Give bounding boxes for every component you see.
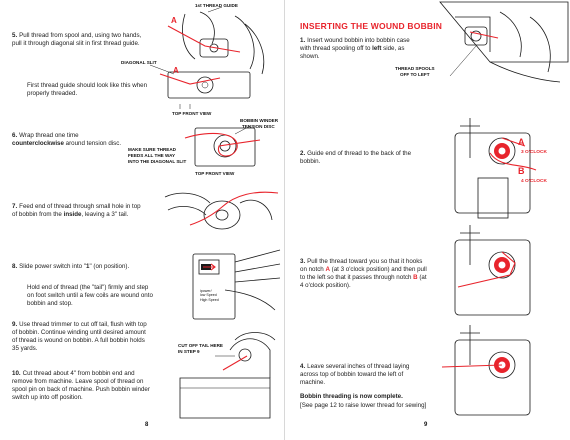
step-text: " (on position). [89,263,130,270]
step-number: 3. [300,258,306,265]
step-text: Guide end of thread to the back of the b… [300,150,412,165]
step-text: Leave several inches of thread laying ac… [300,363,410,386]
step-8-note: Hold end of thread (the "tail") firmly a… [27,284,153,307]
section-heading: INSERTING THE WOUND BOBBIN [300,21,443,31]
label-top-front-view-1: TOP FRONT VIEW [172,111,212,116]
right-step-1: 1.Insert wound bobbin into bobbin case w… [300,37,422,61]
label-diagonal-slit: DIAGONAL SLIT [121,60,157,65]
notch-b-label: B [518,166,525,176]
step-text: Feed end of thread through small hole in… [12,203,141,218]
step-10: 10.Cut thread about 4" from bobbin end a… [12,370,150,402]
step-5: 5.Pull thread from spool and, using two … [12,32,152,48]
right-page [285,0,570,440]
step-text: around tension disc. [63,140,122,147]
bobbin-feed-illustration [164,191,279,230]
left-page [284,0,285,440]
bobbin-insert-illustration [439,1,569,83]
marker-a: A [171,16,177,25]
label-make-sure-3: INTO THE DIAGONAL SLIT [128,159,187,164]
step-text: (at 3 o'clock position) and then pull to… [300,266,427,281]
step-5-note: First thread guide should look like this… [27,82,148,97]
bobbin-notch-illustration [454,225,531,316]
bobbin-case-guide-illustration [454,118,537,219]
label-tension-disc: TENSION DISC [242,124,275,129]
step-text: Wrap thread one time [19,132,79,139]
label-thread-spools-1: THREAD SPOOLS [395,66,435,71]
step-number: 4. [300,363,306,370]
bobbin-finished-illustration [441,325,531,416]
step-text: Use thread trimmer to cut off tail, flus… [12,321,147,352]
step-text: Cut thread about 4" from bobbin end and … [12,370,150,401]
label-cut-off-2: IN STEP 9 [178,349,200,354]
bobbin-complete-note: Bobbin threading is now complete. [300,393,403,400]
notch-b-clock: 4 O'CLOCK [521,179,547,184]
step-number: 9. [12,321,18,328]
step-text-bold: left [372,45,382,52]
step-6: 6.Wrap thread one time counterclockwise … [12,132,130,148]
step-text: , leaving a 3" tail. [81,211,129,218]
step-text: Pull the thread toward you so that it ho… [300,258,423,273]
step-text: Insert wound bobbin into bobbin case wit… [300,37,410,52]
right-step-4: 4.Leave several inches of thread laying … [300,363,425,387]
step-text-bold: 1 [86,263,90,270]
step-number: 2. [300,150,306,157]
thread-guide-illustration [149,6,265,109]
marker-a-second: A [173,66,179,75]
switch-panel-text: ipower/ low Speed High Speed [200,289,219,302]
tension-disc-illustration [184,125,261,167]
notch-b-inline: B [413,274,418,281]
step-number: 1. [300,37,306,44]
notch-a-label: A [518,137,525,147]
label-make-sure-1: MAKE SURE THREAD [128,147,176,152]
label-make-sure-2: FEEDS ALL THE WAY [128,153,176,158]
page-number-right: 9 [424,422,428,428]
step-number: 7. [12,203,18,210]
label-thread-spools-2: OFF TO LEFT [400,72,430,77]
label-top-front-view-2: TOP FRONT VIEW [195,171,235,176]
step-text-bold: counterclockwise [12,140,64,147]
right-step-2: 2.Guide end of thread to the back of the… [300,150,422,166]
power-switch-illustration [192,249,281,320]
step-text-bold: inside [63,211,82,218]
notch-a-inline: A [325,266,330,273]
step-9: 9.Use thread trimmer to cut off tail, fl… [12,321,150,353]
step-text: Pull thread from spool and, using two ha… [12,32,142,47]
label-first-thread-guide: 1st THREAD GUIDE [195,3,238,8]
thread-trimmer-illustration [179,332,276,419]
step-7: 7.Feed end of thread through small hole … [12,203,147,219]
label-cut-off-1: CUT OFF TAIL HERE [178,343,223,348]
notch-a-clock: 3 O'CLOCK [521,150,547,155]
step-number: 5. [12,32,18,39]
step-8: 8.Slide power switch into "1" (on positi… [12,263,142,271]
step-text: side, as shown. [300,45,405,60]
step-text: Slide power switch into " [19,263,87,270]
label-bobbin-winder: BOBBIN WINDER [240,118,279,123]
right-step-3: 3.Pull the thread toward you so that it … [300,258,428,290]
step-text: (at 4 o'clock position). [300,274,427,289]
step-number: 8. [12,263,18,270]
see-page-note: [See page 12 to raise lower thread for s… [300,402,427,409]
step-number: 10. [12,370,21,377]
page-number-left: 8 [145,422,149,428]
step-number: 6. [12,132,18,139]
